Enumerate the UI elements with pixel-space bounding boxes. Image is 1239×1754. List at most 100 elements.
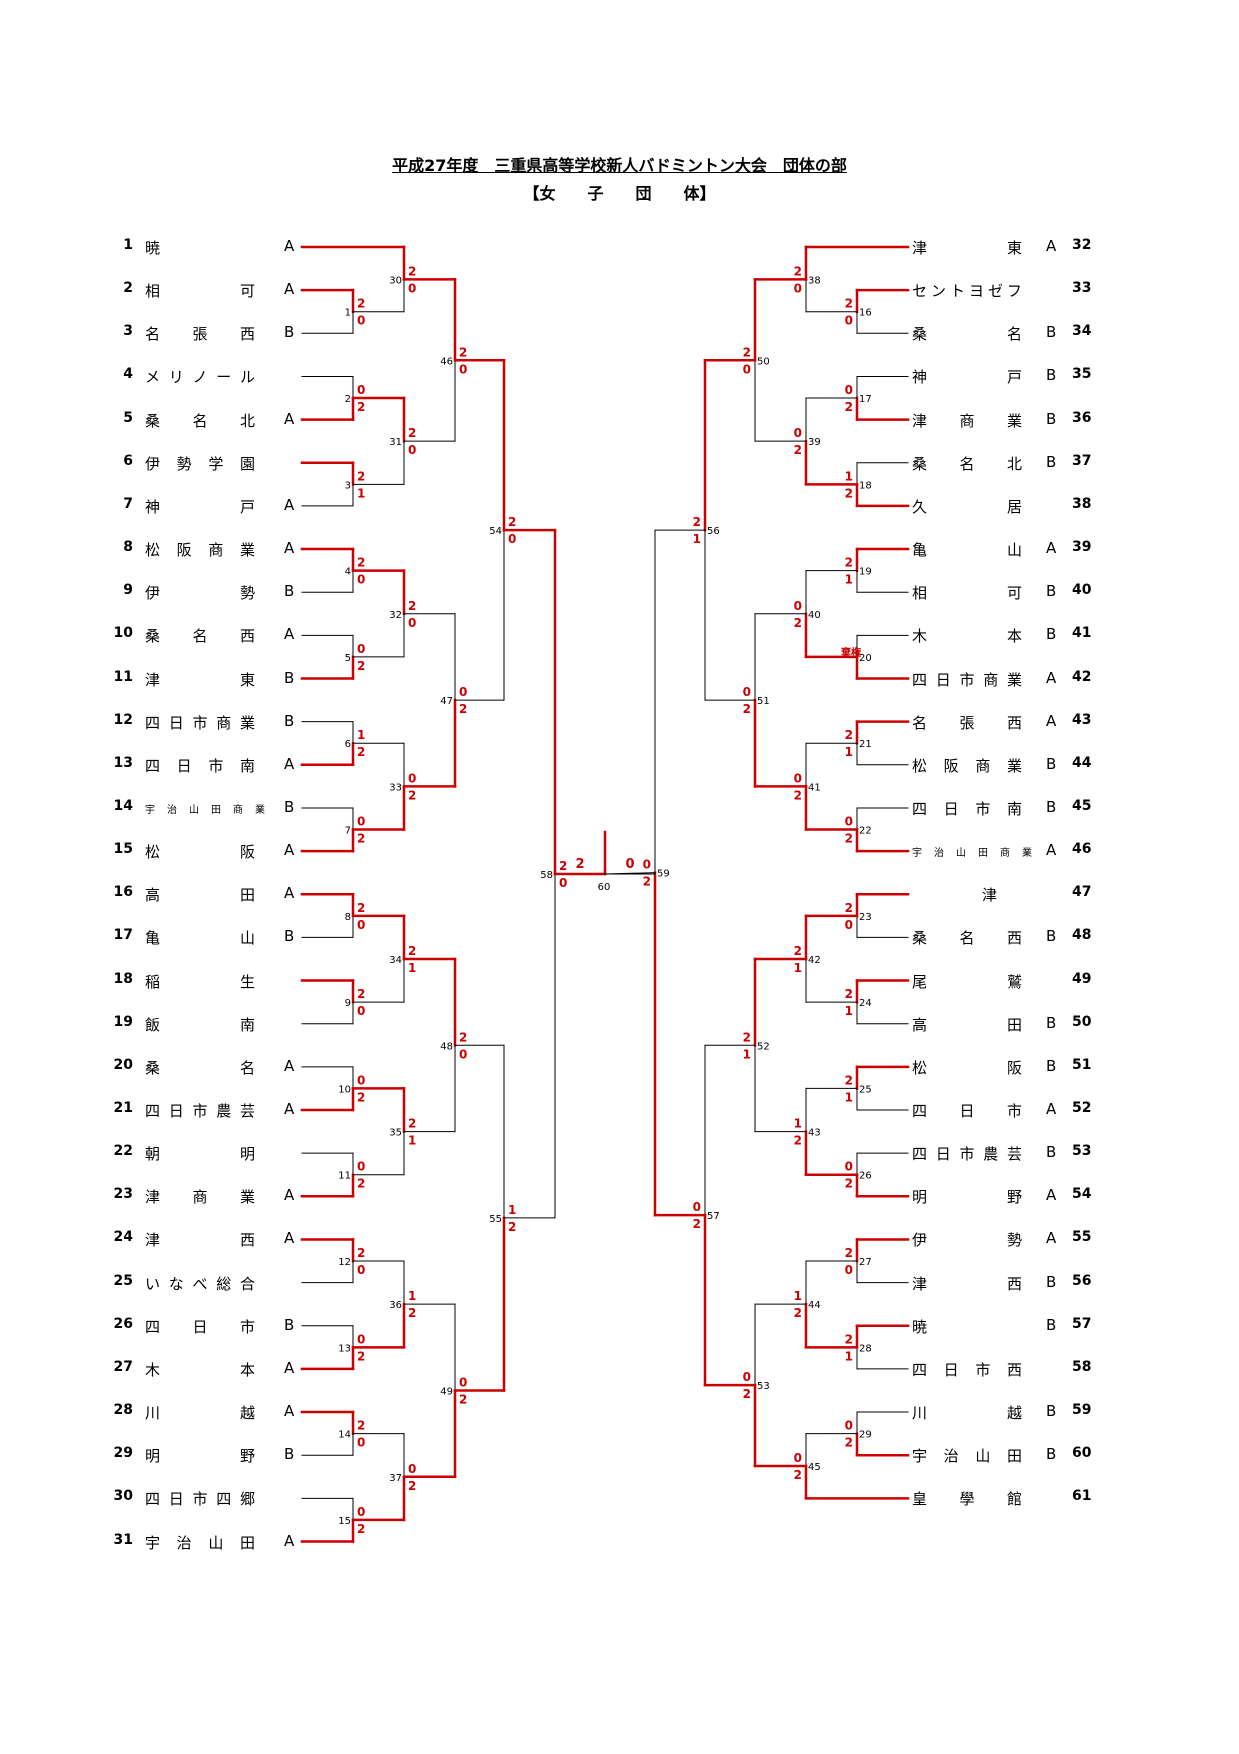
score-label: 1 (845, 1349, 853, 1363)
score-label: 2 (408, 599, 416, 613)
entry-suffix: A (284, 1100, 295, 1118)
entry-number: 36 (1072, 409, 1092, 426)
entry-suffix: A (284, 495, 295, 514)
entry-number: 16 (113, 884, 133, 901)
score-label: 1 (693, 532, 701, 546)
score-label: 2 (357, 1522, 365, 1536)
final-score-left: 2 (575, 857, 584, 872)
entry-name: 相可 (912, 584, 1022, 603)
match-number: 3 (345, 480, 351, 491)
entry-name: 飯南 (145, 1015, 255, 1034)
final-match-number: 60 (598, 882, 611, 893)
entry-name: 川越 (912, 1404, 1022, 1423)
match-number: 11 (338, 1171, 351, 1182)
score-label: 2 (357, 659, 365, 673)
entry-suffix: B (284, 1315, 295, 1334)
match-number: 26 (859, 1171, 872, 1182)
score-label: 1 (408, 961, 416, 975)
match-number: 19 (859, 567, 872, 578)
score-label: 0 (845, 918, 853, 932)
entry-number: 60 (1072, 1445, 1092, 1462)
match-number: 17 (859, 394, 872, 405)
match-number: 2 (345, 394, 351, 405)
match-number: 29 (859, 1430, 872, 1441)
entry-name: 暁 (145, 239, 161, 257)
score-label: 1 (794, 1289, 802, 1303)
score-label: 0 (357, 573, 365, 587)
entry-number: 43 (1072, 711, 1092, 728)
entry-number: 39 (1072, 539, 1092, 556)
score-label: 2 (794, 1134, 802, 1148)
match-number: 1 (345, 308, 351, 319)
entry-suffix: A (284, 1402, 295, 1421)
entry-number: 30 (113, 1488, 133, 1505)
entry-number: 1 (123, 237, 133, 253)
match-number: 25 (859, 1084, 872, 1095)
entry-suffix: A (284, 1358, 295, 1377)
entry-suffix: A (284, 1531, 295, 1550)
entry-number: 61 (1072, 1488, 1092, 1505)
entry-name: いなべ総合 (145, 1274, 255, 1293)
entry-suffix: B (1046, 1402, 1057, 1421)
page-subtitle: 【女 子 団 体】 (523, 184, 716, 203)
score-label: 0 (357, 1073, 365, 1087)
entry-number: 29 (113, 1445, 133, 1462)
score-label: 0 (794, 281, 802, 295)
score-label: 0 (845, 1419, 853, 1433)
score-label: 0 (845, 1160, 853, 1174)
score-label: 2 (643, 875, 651, 889)
entry-number: 31 (113, 1531, 133, 1548)
score-label: 0 (459, 1375, 467, 1389)
entry-suffix: A (1046, 711, 1057, 730)
entry-name: 四日市南 (912, 799, 1022, 818)
entry-name: 四日市商業 (912, 670, 1022, 689)
entry-suffix: B (1046, 1013, 1057, 1032)
match-number: 4 (345, 567, 351, 578)
entry-number: 26 (113, 1315, 133, 1332)
entry-number: 25 (113, 1272, 133, 1289)
score-label: 2 (357, 901, 365, 915)
match-number: 41 (808, 782, 821, 793)
entry-number: 6 (123, 452, 133, 469)
entry-name: 高田 (912, 1015, 1022, 1034)
entry-name: 皇學館 (912, 1490, 1022, 1509)
score-label: 1 (357, 486, 365, 500)
entry-number: 54 (1072, 1186, 1092, 1203)
entry-number: 33 (1072, 280, 1092, 297)
entry-suffix: A (284, 409, 295, 428)
entry-number: 7 (123, 495, 133, 512)
entry-suffix: B (284, 582, 295, 601)
match-number: 30 (389, 275, 402, 286)
match-number: 43 (808, 1128, 821, 1139)
entry-suffix: B (1046, 582, 1057, 601)
score-label: 0 (357, 1505, 365, 1519)
score-label: 0 (794, 771, 802, 785)
match-number: 48 (440, 1041, 453, 1052)
entry-suffix: B (1046, 366, 1057, 385)
entry-name: 桑名北 (145, 411, 255, 430)
score-label: 0 (794, 426, 802, 440)
entry-number: 8 (123, 539, 133, 556)
score-label: 1 (508, 1203, 516, 1217)
entry-name: 松阪 (145, 843, 255, 862)
score-label: 1 (845, 1004, 853, 1018)
entry-name: 神戸 (912, 368, 1022, 387)
score-label: 2 (408, 1306, 416, 1320)
entry-suffix: A (284, 1186, 295, 1205)
match-number: 14 (338, 1430, 351, 1441)
entry-name: 相可 (145, 282, 255, 301)
score-label: 0 (845, 1263, 853, 1277)
entry-name: 朝明 (145, 1145, 255, 1164)
entry-name: 四日市農芸 (912, 1145, 1022, 1164)
score-label: 1 (408, 1134, 416, 1148)
score-label: 0 (408, 771, 416, 785)
entry-name: 松阪 (912, 1058, 1022, 1077)
entry-name: 木本 (145, 1360, 255, 1379)
entry-name: 亀山 (145, 929, 255, 948)
entry-number: 27 (113, 1358, 133, 1375)
entry-number: 55 (1072, 1229, 1092, 1246)
score-label: 0 (357, 918, 365, 932)
score-label: 2 (408, 788, 416, 802)
match-number: 22 (859, 826, 872, 837)
